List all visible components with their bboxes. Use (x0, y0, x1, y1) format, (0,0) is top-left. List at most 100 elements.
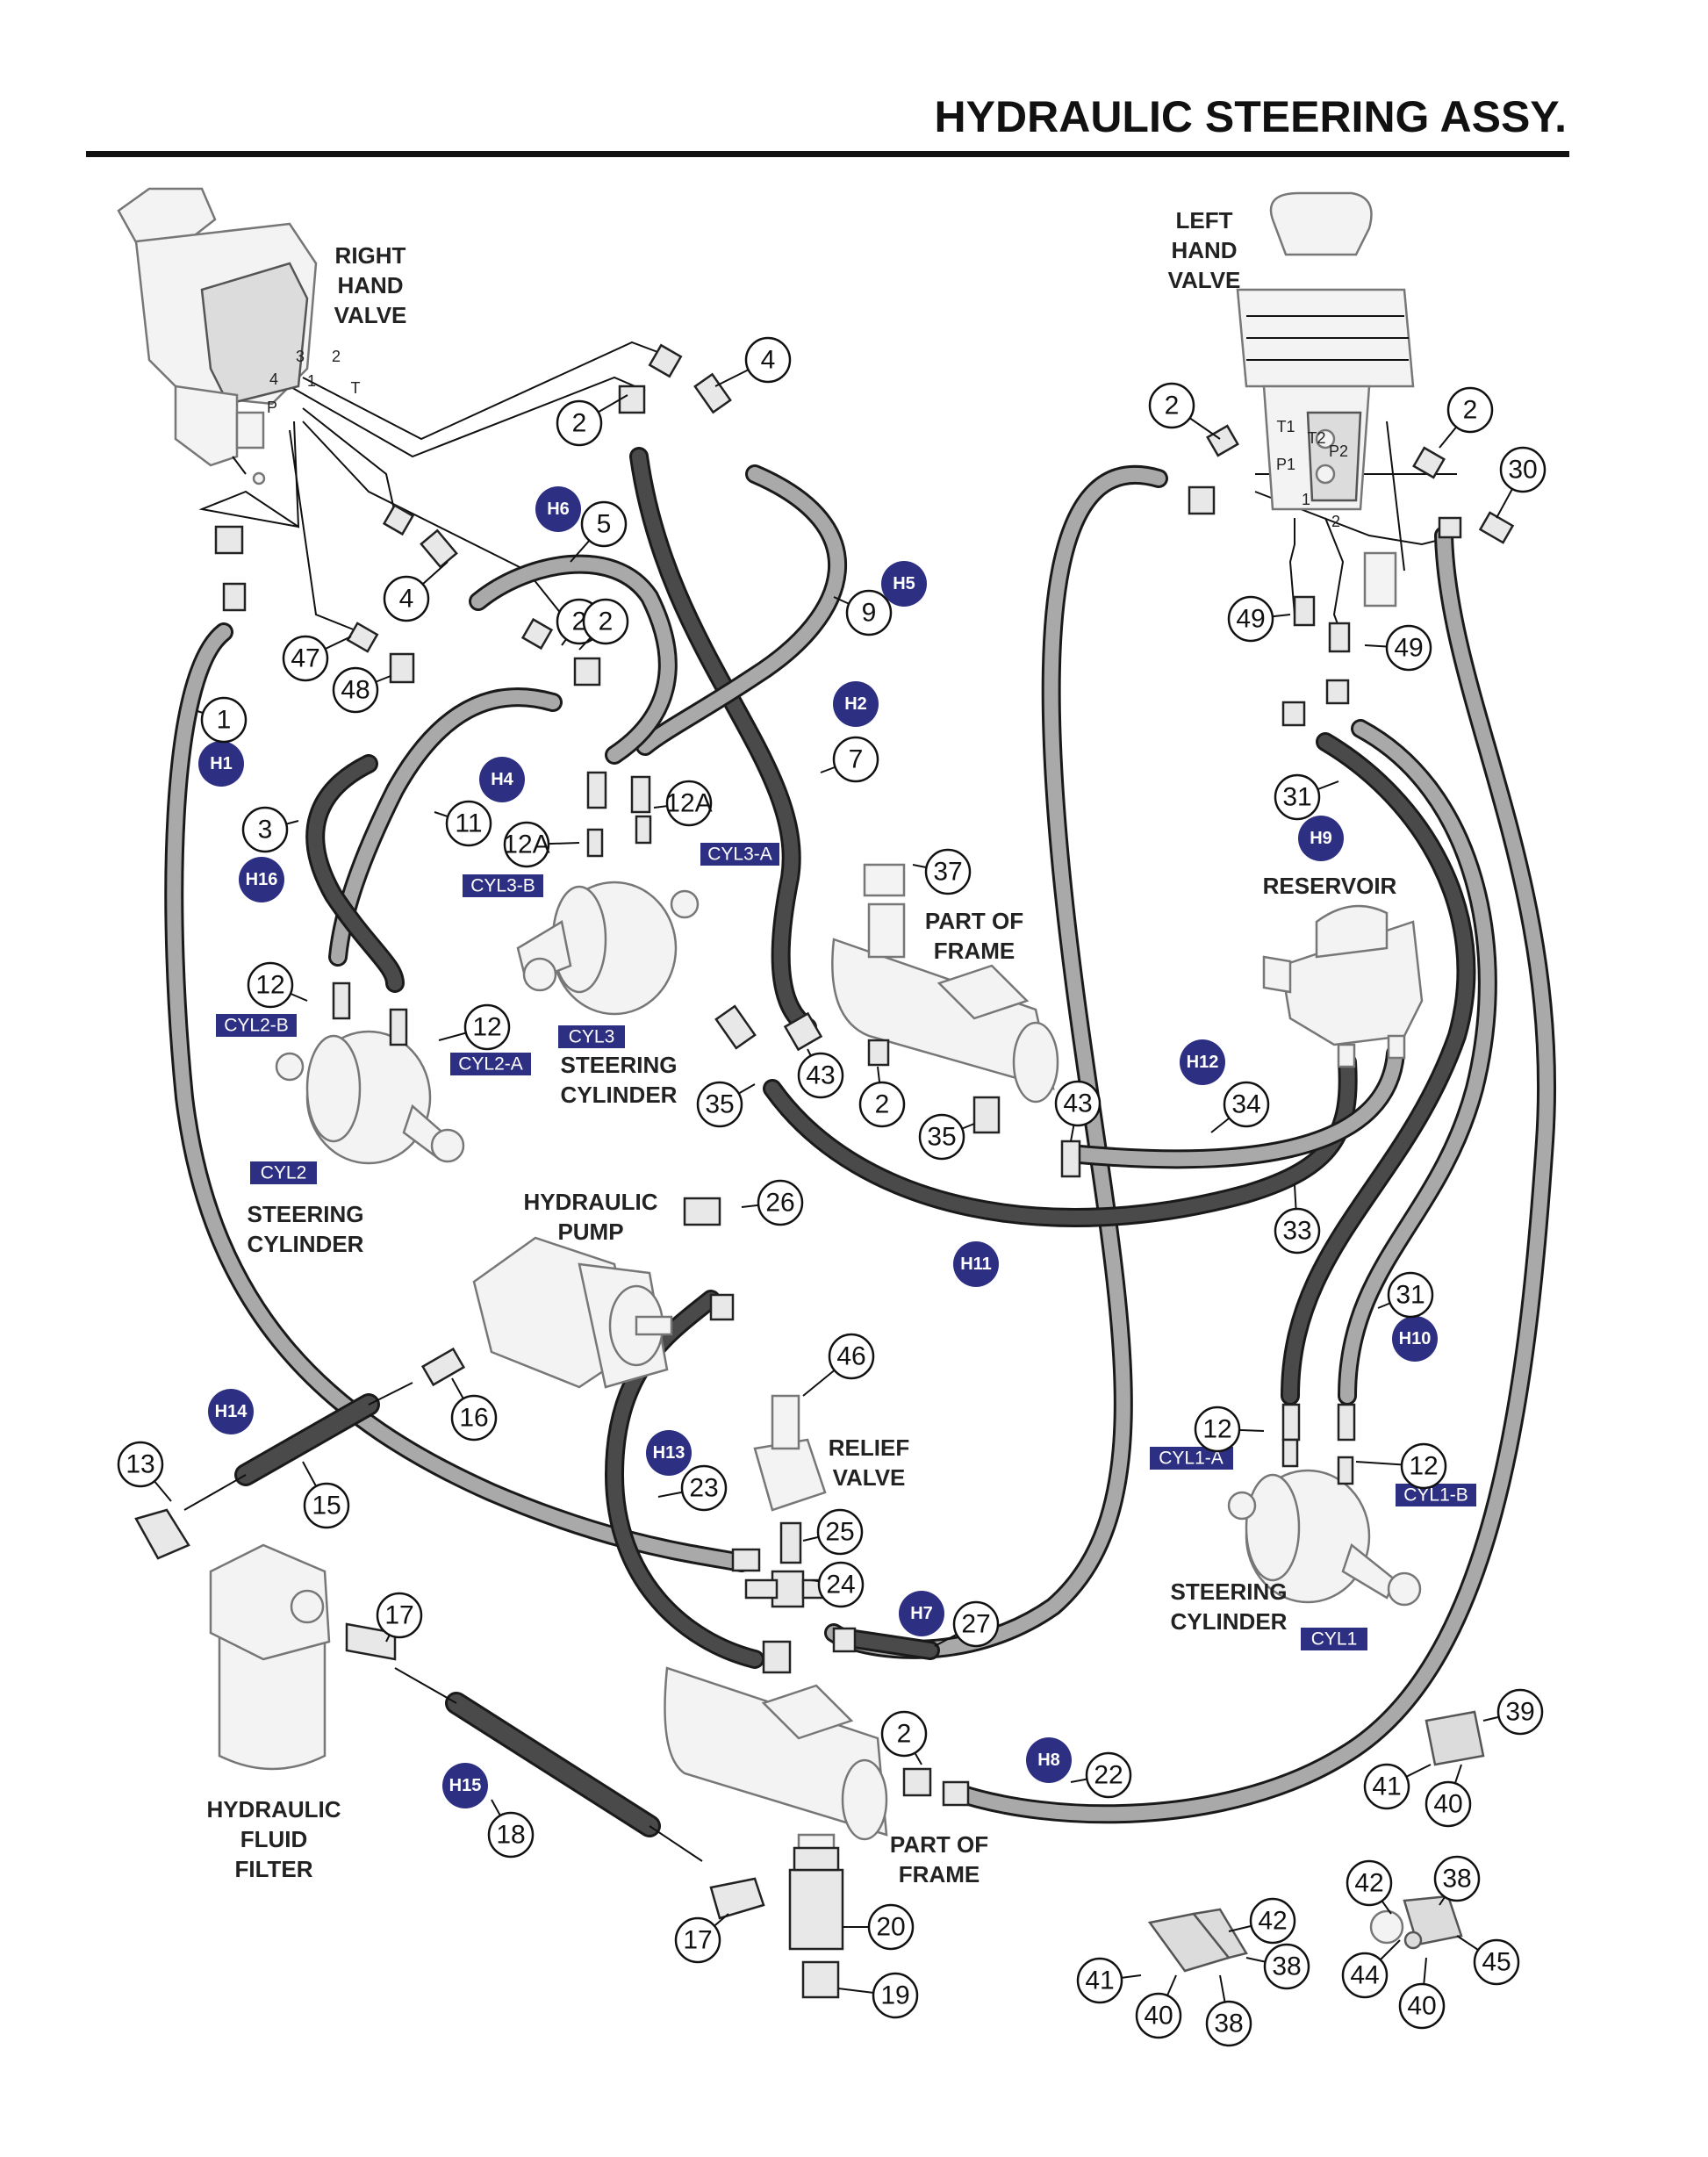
badge-h2: H2 (833, 681, 879, 727)
svg-text:H16: H16 (246, 870, 278, 889)
callout-27: 27 (934, 1600, 1000, 1648)
svg-text:CYL3-B: CYL3-B (470, 876, 535, 896)
tag-cyl3-b: CYL3-B (463, 874, 543, 897)
callout-12A: 12A (503, 821, 580, 868)
callout-circle (282, 635, 329, 682)
svg-text:H10: H10 (1399, 1329, 1432, 1348)
part-of-frame-lower (664, 1666, 888, 1885)
callout-circle (1341, 1952, 1389, 1999)
callout-circle (872, 1972, 919, 2019)
left-hand-valve (1236, 191, 1415, 608)
svg-text:H7: H7 (910, 1604, 933, 1623)
svg-text:H11: H11 (960, 1255, 992, 1274)
callout-number: 12 (255, 971, 284, 1000)
callout-number: 2 (1165, 392, 1180, 421)
callout-circle (1194, 1406, 1241, 1453)
callout-number: 17 (683, 1926, 712, 1955)
svg-text:CYL3-A: CYL3-A (707, 845, 772, 865)
label-hydraulic-pump-1: HYDRAULIC (523, 1189, 657, 1215)
callout-18: 18 (487, 1799, 535, 1859)
badge-h11: H11 (953, 1241, 999, 1287)
badge-h6: H6 (535, 486, 581, 532)
callout-17: 17 (674, 1913, 729, 1964)
callout-circle (696, 1081, 743, 1128)
callout-number: 33 (1282, 1217, 1311, 1246)
svg-text:CYL1-A: CYL1-A (1159, 1449, 1224, 1469)
badge-h5: H5 (881, 561, 927, 607)
svg-text:CYL1-B: CYL1-B (1403, 1485, 1468, 1506)
callout-9: 9 (833, 589, 893, 636)
callout-22: 22 (1070, 1751, 1132, 1799)
port-P: P (267, 399, 277, 416)
callout-number: 5 (597, 510, 612, 539)
callout-43: 43 (1054, 1080, 1102, 1142)
badge-h4: H4 (479, 757, 525, 802)
callout-circle (1249, 1897, 1296, 1945)
callout-circle (1425, 1780, 1472, 1828)
svg-text:H1: H1 (210, 754, 233, 773)
tag-cyl2-b: CYL2-B (216, 1014, 297, 1037)
badge-h1: H1 (198, 741, 244, 787)
callout-34: 34 (1210, 1081, 1270, 1133)
callout-circle (744, 336, 792, 384)
badge-h13: H13 (646, 1430, 692, 1476)
callout-5: 5 (570, 500, 628, 563)
fittings (214, 343, 1515, 1807)
callout-circle (1223, 1081, 1270, 1128)
callout-33: 33 (1274, 1184, 1321, 1255)
callout-circle (1054, 1080, 1102, 1127)
callout-number: 11 (455, 809, 482, 838)
callout-number: 2 (599, 608, 614, 636)
callout-circle (1085, 1751, 1132, 1799)
callout-number: 24 (826, 1571, 855, 1600)
callout-circle (117, 1441, 164, 1488)
callout-12: 12 (247, 961, 308, 1009)
callout-circle (1076, 1957, 1123, 2004)
callout-circle (918, 1113, 965, 1161)
tag-cyl2: CYL2 (250, 1161, 317, 1184)
svg-text:H6: H6 (547, 500, 570, 519)
svg-text:H13: H13 (653, 1443, 685, 1463)
callout-number: 49 (1394, 634, 1423, 663)
callout-circle (924, 848, 972, 895)
callout-circle (1387, 1271, 1434, 1319)
label-left-hand-valve-1: LEFT (1176, 207, 1233, 234)
steering-cylinder-cyl2 (275, 1030, 465, 1165)
callout-number: 25 (825, 1518, 854, 1547)
callout-circle (1274, 773, 1321, 821)
tag-cyl1: CYL1 (1301, 1628, 1367, 1650)
svg-text:CYL2-A: CYL2-A (458, 1054, 523, 1075)
callout-17: 17 (376, 1592, 423, 1643)
callout-circle (828, 1333, 875, 1380)
port-T: T (351, 379, 361, 397)
badge-h10: H10 (1392, 1316, 1438, 1362)
callout-number: 38 (1442, 1865, 1471, 1894)
callout-1: 1 (197, 696, 248, 744)
callout-12: 12 (1355, 1442, 1447, 1490)
callout-48: 48 (332, 666, 391, 714)
callout-circle (952, 1600, 1000, 1648)
callout-7: 7 (820, 736, 879, 783)
label-part-of-frame-upper-2: FRAME (934, 938, 1015, 964)
callout-2: 2 (858, 1066, 906, 1128)
callout-circle (376, 1592, 423, 1639)
callout-circle (241, 806, 289, 853)
callout-47: 47 (282, 635, 352, 682)
callout-circle (463, 1003, 511, 1051)
badge-h14: H14 (208, 1389, 254, 1434)
callout-number: 2 (897, 1720, 912, 1749)
callout-23: 23 (657, 1464, 728, 1512)
callout-number: 20 (876, 1913, 905, 1942)
callout-circle (200, 696, 248, 744)
callout-number: 17 (384, 1601, 413, 1630)
callout-number: 46 (836, 1342, 865, 1371)
callout-number: 49 (1236, 605, 1265, 634)
callout-20: 20 (843, 1903, 915, 1951)
port-1-left: 1 (1302, 491, 1310, 508)
callout-circle (1400, 1442, 1447, 1490)
callout-4: 4 (714, 336, 792, 387)
callout-circle (1446, 386, 1494, 434)
callout-41: 41 (1363, 1763, 1432, 1810)
label-relief-valve-2: VALVE (833, 1464, 906, 1491)
